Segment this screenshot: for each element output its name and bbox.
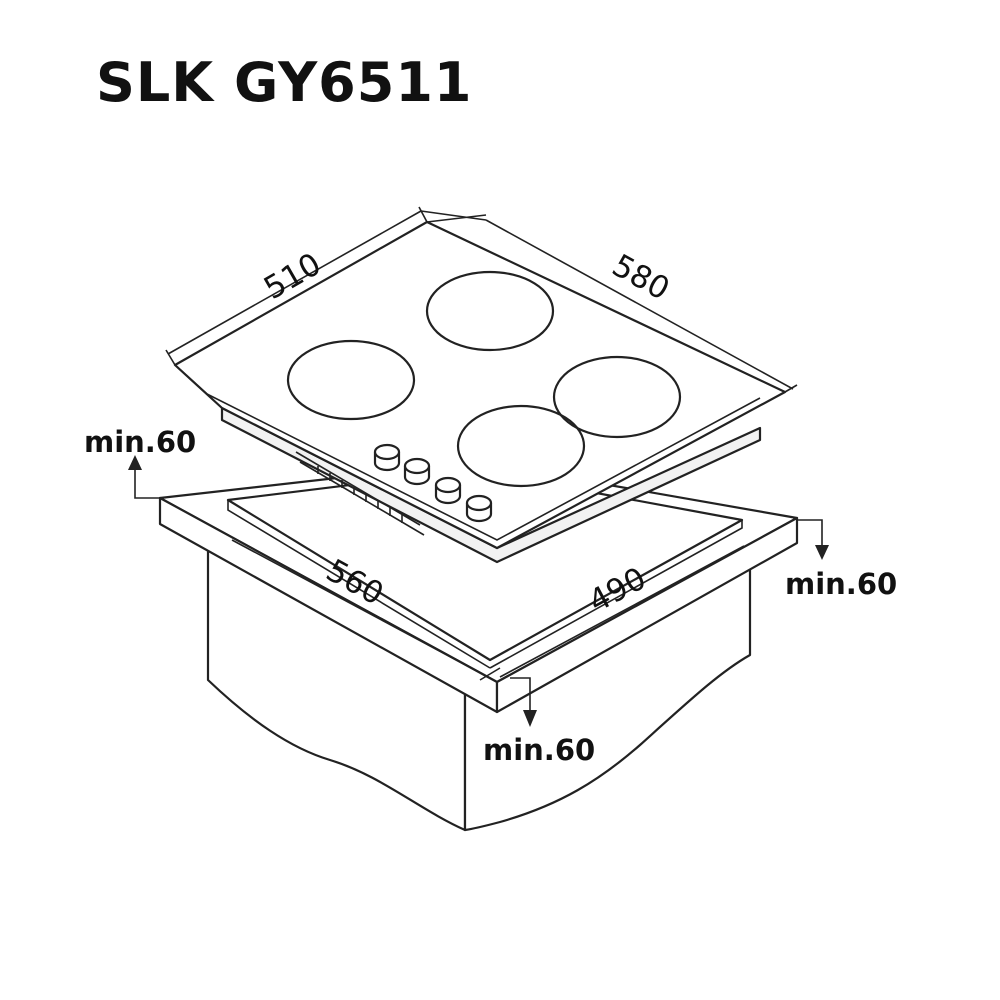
dimension-line-510 xyxy=(167,210,422,355)
page-title: SLK GY6511 xyxy=(96,51,473,114)
burner-back-left xyxy=(425,270,555,352)
dimension-line-490 xyxy=(499,545,745,678)
back-clearance-arrow-icon xyxy=(128,455,160,499)
burners xyxy=(286,270,682,488)
burner-front-left xyxy=(286,339,416,421)
cabinet-left-face xyxy=(206,543,467,832)
burner-front-right xyxy=(456,404,586,488)
cabinet-right-face xyxy=(463,546,752,832)
right-clearance-arrow-icon xyxy=(797,519,829,560)
cutout-dimension-lines xyxy=(231,539,745,681)
knob-3 xyxy=(434,476,462,505)
hob xyxy=(173,220,787,564)
back-clearance-label: min.60 xyxy=(84,425,196,459)
control-knobs xyxy=(373,443,493,523)
dimension-label-580: 580 xyxy=(606,248,675,308)
clearance-arrows xyxy=(128,455,829,727)
knob-4 xyxy=(465,494,493,523)
dimension-line-560 xyxy=(231,539,489,678)
burner-back-right xyxy=(552,355,682,439)
countertop-front-right-edge xyxy=(495,516,799,714)
right-clearance-label: min.60 xyxy=(785,567,897,601)
knob-1 xyxy=(373,443,401,472)
front-clearance-label: min.60 xyxy=(483,733,595,767)
front-clearance-arrow-icon xyxy=(510,677,537,727)
hob-dimension-lines xyxy=(165,206,798,393)
knob-2 xyxy=(403,457,431,486)
countertop xyxy=(158,460,799,714)
hob-vents xyxy=(295,451,425,536)
dimension-line-580 xyxy=(485,219,794,390)
cabinet xyxy=(206,543,752,832)
